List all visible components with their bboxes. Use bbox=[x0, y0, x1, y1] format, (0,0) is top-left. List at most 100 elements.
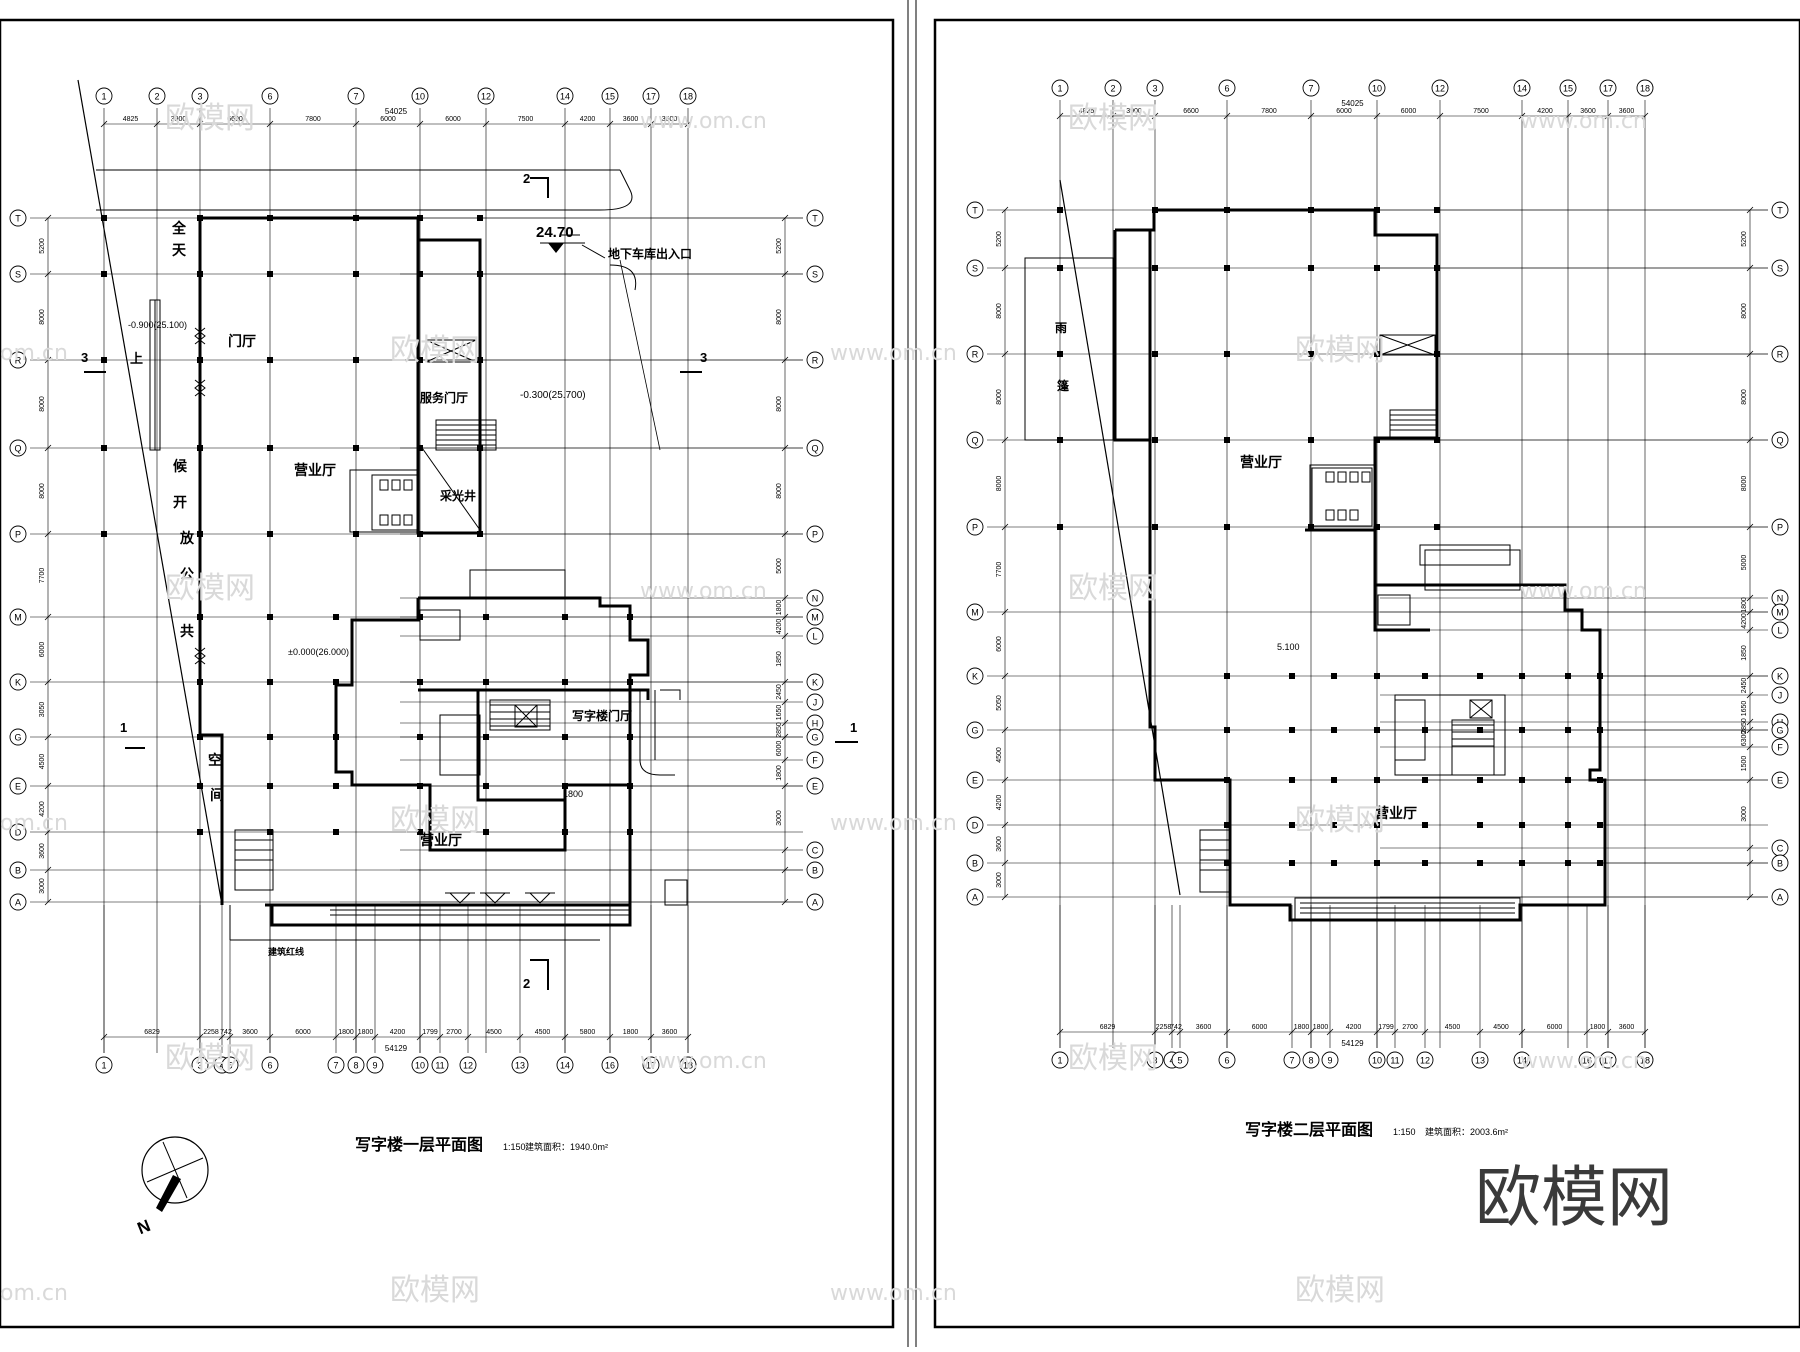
dimension-text: 8000 bbox=[39, 396, 46, 412]
label-business-hall-2: 营业厅 bbox=[1375, 805, 1417, 821]
structural-column bbox=[267, 783, 273, 789]
structural-column bbox=[1331, 673, 1337, 679]
structural-column bbox=[1308, 265, 1314, 271]
axis-bubble-label: 6 bbox=[267, 1061, 272, 1071]
axis-bubble-label: 17 bbox=[1603, 84, 1613, 94]
axis-bubble-label: K bbox=[972, 672, 978, 682]
axis-bubble-left: G bbox=[966, 721, 984, 739]
dimension-text: 8000 bbox=[996, 476, 1003, 492]
axis-bubble-label: 12 bbox=[463, 1061, 473, 1071]
axis-bubble-left: S bbox=[9, 265, 27, 283]
structural-column bbox=[353, 531, 359, 537]
structural-column bbox=[1519, 860, 1525, 866]
axis-bubble-label: B bbox=[972, 859, 978, 869]
axis-bubble-bottom: 10 bbox=[1368, 1051, 1386, 1069]
axis-bubble-top: 14 bbox=[1513, 79, 1531, 97]
axis-bubble-label: 18 bbox=[683, 1061, 693, 1071]
axis-bubble-label: A bbox=[812, 898, 818, 908]
axis-bubble-label: Q bbox=[971, 436, 978, 446]
dimension-text: 3050 bbox=[39, 702, 46, 718]
axis-bubble-right: J bbox=[806, 693, 824, 711]
structural-column bbox=[1374, 265, 1380, 271]
watermark-brand: 欧模网 bbox=[390, 1273, 480, 1308]
label-lobby: 门厅 bbox=[228, 333, 256, 349]
label-level-b: ±0.000(26.000) bbox=[288, 647, 349, 657]
axis-bubble-top: 10 bbox=[1368, 79, 1386, 97]
axis-bubble-label: 1 bbox=[101, 92, 106, 102]
section-3-right: 3 bbox=[700, 350, 707, 365]
dimension-text: 7700 bbox=[996, 562, 1003, 578]
structural-column bbox=[101, 445, 107, 451]
sheet1-doors bbox=[194, 327, 555, 904]
axis-bubble-top: 15 bbox=[601, 87, 619, 105]
axis-bubble-right: A bbox=[806, 893, 824, 911]
axis-bubble-label: 16 bbox=[1582, 1056, 1592, 1066]
axis-bubble-label: K bbox=[1777, 672, 1783, 682]
watermark-brand: 欧模网 bbox=[165, 571, 255, 606]
dimension-text: 8000 bbox=[1741, 303, 1748, 319]
axis-bubble-label: J bbox=[1778, 691, 1783, 701]
axis-bubble-label: 9 bbox=[372, 1061, 377, 1071]
dimension-total: 54129 bbox=[385, 1044, 408, 1053]
structural-column bbox=[1308, 524, 1314, 530]
dimension-text: 5000 bbox=[1741, 555, 1748, 571]
axis-bubble-top: 17 bbox=[1599, 79, 1617, 97]
axis-bubble-bottom: 3 bbox=[191, 1056, 209, 1074]
structural-column bbox=[333, 614, 339, 620]
dimension-text: 6600 bbox=[1183, 108, 1199, 115]
axis-bubble-bottom: 17 bbox=[1599, 1051, 1617, 1069]
axis-bubble-label: B bbox=[15, 866, 21, 876]
axis-bubble-right: Q bbox=[806, 439, 824, 457]
watermark-site: www.om.cn bbox=[830, 341, 957, 366]
structural-column bbox=[1519, 727, 1525, 733]
axis-bubble-label: 18 bbox=[683, 92, 693, 102]
axis-bubble-label: 10 bbox=[415, 1061, 425, 1071]
axis-bubble-label: M bbox=[971, 608, 979, 618]
sheet1-border bbox=[0, 18, 895, 1329]
axis-bubble-label: K bbox=[812, 678, 818, 688]
axis-bubble-label: 1 bbox=[1057, 84, 1062, 94]
axis-bubble-label: 18 bbox=[1640, 84, 1650, 94]
public-space-char: 候 bbox=[173, 458, 188, 474]
axis-bubble-top: 3 bbox=[1146, 79, 1164, 97]
label-office-lobby: 写字楼门厅 bbox=[572, 708, 632, 723]
label-business-hall: 营业厅 bbox=[1240, 454, 1282, 470]
dimension-text: 8000 bbox=[776, 396, 783, 412]
sheet1-site-lines bbox=[77, 79, 661, 941]
dimension-total: 54025 bbox=[1341, 99, 1364, 108]
axis-bubble-label: 8 bbox=[1308, 1056, 1313, 1066]
dimension-text: 742 bbox=[1170, 1024, 1182, 1031]
axis-bubble-bottom: 13 bbox=[1471, 1051, 1489, 1069]
structural-column bbox=[1224, 437, 1230, 443]
watermark-brand: 欧模网 bbox=[165, 101, 255, 136]
structural-column bbox=[417, 271, 423, 277]
axis-bubble-label: 14 bbox=[560, 92, 570, 102]
dimension-text: 3600 bbox=[1580, 108, 1596, 115]
axis-bubble-label: P bbox=[812, 530, 818, 540]
dimension-text: 7800 bbox=[305, 116, 321, 123]
structural-column bbox=[333, 829, 339, 835]
structural-column bbox=[1331, 822, 1337, 828]
axis-bubble-label: 14 bbox=[1517, 84, 1527, 94]
axis-bubble-label: S bbox=[15, 270, 21, 280]
public-space-char: 放 bbox=[179, 530, 195, 546]
dimension-text: 3000 bbox=[776, 810, 783, 826]
axis-bubble-label: 7 bbox=[353, 92, 358, 102]
structural-column bbox=[1374, 524, 1380, 530]
axis-bubble-label: 12 bbox=[481, 92, 491, 102]
structural-column bbox=[267, 829, 273, 835]
structural-column bbox=[417, 215, 423, 221]
axis-bubble-right: J bbox=[1771, 686, 1789, 704]
axis-bubble-bottom: 18 bbox=[1636, 1051, 1654, 1069]
dimension-text: 1850 bbox=[776, 651, 783, 667]
structural-column bbox=[1224, 524, 1230, 530]
dimension-text: 6000 bbox=[1252, 1024, 1268, 1031]
axis-bubble-label: 6 bbox=[267, 92, 272, 102]
axis-bubble-label: H bbox=[812, 719, 819, 729]
sheet1-title: 写字楼一层平面图 bbox=[355, 1135, 483, 1154]
sheet1-title-block: 写字楼一层平面图 1:150 建筑面积：1940.0m² bbox=[355, 1135, 608, 1154]
axis-bubble-label: 3 bbox=[1152, 84, 1157, 94]
sheet1-first-floor-plan: 1236710121415171813456789101112131416171… bbox=[9, 79, 858, 1238]
structural-column bbox=[101, 357, 107, 363]
structural-column bbox=[1331, 860, 1337, 866]
